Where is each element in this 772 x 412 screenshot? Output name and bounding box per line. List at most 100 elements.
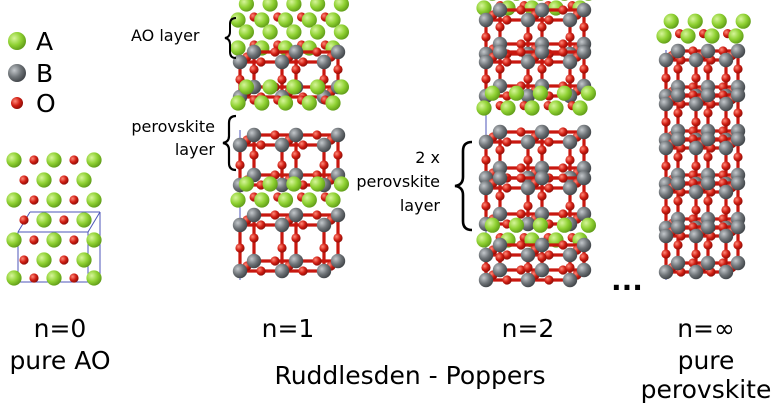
b-atom xyxy=(246,127,262,143)
o-atom xyxy=(579,191,589,201)
n0-sublabel: pure AO xyxy=(9,346,110,375)
o-atom xyxy=(495,64,505,74)
b-atom xyxy=(534,160,550,176)
a-atom xyxy=(580,217,597,233)
b-atom xyxy=(562,12,578,28)
o-atom xyxy=(691,117,701,127)
a-atom xyxy=(6,152,22,168)
o-atom xyxy=(703,152,713,162)
o-atom xyxy=(673,240,683,250)
b-atom xyxy=(700,219,716,235)
o-atom xyxy=(319,160,329,170)
o-atom xyxy=(29,235,39,245)
o-atom xyxy=(502,137,512,147)
a-atom xyxy=(476,232,492,248)
a-atom xyxy=(238,0,254,12)
o-atom xyxy=(673,152,683,162)
b-atom xyxy=(658,228,674,244)
b-atom xyxy=(478,272,494,288)
a-atom xyxy=(6,232,22,248)
b-atom xyxy=(316,54,332,70)
b-atom xyxy=(520,216,536,232)
o-atom xyxy=(523,201,533,211)
a-atom xyxy=(735,13,751,29)
o-atom xyxy=(661,249,671,259)
o-atom xyxy=(537,252,547,263)
a-atom xyxy=(254,192,270,208)
o-atom xyxy=(333,64,343,75)
b-atom xyxy=(274,263,290,279)
a-atom xyxy=(508,85,524,101)
a-atom xyxy=(310,0,326,12)
o-atom xyxy=(558,173,568,183)
o-atom xyxy=(691,249,701,259)
a-atom xyxy=(46,232,62,248)
b-atom xyxy=(288,253,304,269)
a-atom xyxy=(6,270,22,286)
a-atom xyxy=(489,0,496,1)
o-atom xyxy=(721,161,731,171)
b-atom xyxy=(562,247,578,263)
b-atom xyxy=(700,175,716,191)
o-atom xyxy=(235,243,245,253)
b-atom xyxy=(562,54,578,70)
b-atom xyxy=(478,54,494,70)
a-atom xyxy=(484,85,500,101)
o-atom xyxy=(277,243,287,253)
o-atom xyxy=(495,145,505,155)
o-atom xyxy=(673,196,683,206)
a-atom xyxy=(238,176,254,192)
b-atom xyxy=(576,262,592,278)
b-atom xyxy=(288,207,304,223)
o-atom xyxy=(523,262,533,273)
b-atom xyxy=(670,255,686,271)
b-atom xyxy=(520,12,536,28)
o-atom xyxy=(29,273,39,283)
a-atom xyxy=(728,28,744,44)
o-atom xyxy=(516,163,526,173)
b-atom xyxy=(316,217,332,233)
structure-label-n2: n=2 xyxy=(502,314,555,343)
ellipsis: ... xyxy=(611,264,643,297)
o-atom xyxy=(516,265,526,275)
a-atom xyxy=(704,28,720,44)
o-atom xyxy=(333,150,343,160)
b-atom xyxy=(492,170,508,186)
two-x-brace xyxy=(454,140,473,232)
legend-item-a: A xyxy=(8,27,53,56)
annotation-ao-layer: AO layer xyxy=(131,17,237,59)
o-atom xyxy=(69,155,79,165)
o-atom xyxy=(537,191,547,201)
a-atom xyxy=(532,85,549,101)
o-atom xyxy=(270,210,280,220)
o-atom xyxy=(481,262,491,273)
a-atom xyxy=(46,152,62,168)
n0-label: n=0 xyxy=(34,314,87,343)
o-atom xyxy=(502,15,512,25)
b-atom xyxy=(288,127,304,143)
unit-cell-edge xyxy=(87,211,101,233)
o-atom xyxy=(19,215,29,225)
o-atom xyxy=(703,240,713,250)
a-atom xyxy=(500,100,516,116)
a-atom xyxy=(76,252,92,268)
a-atom xyxy=(277,95,294,111)
b-atom xyxy=(478,134,494,150)
a-atom xyxy=(663,13,679,29)
o-atom xyxy=(69,273,79,283)
b-atom xyxy=(274,177,290,193)
o-atom xyxy=(270,130,280,140)
o-atom xyxy=(256,57,266,67)
b-atom xyxy=(534,262,550,278)
structure-label-ninf: n=∞ pure perovskite xyxy=(641,314,772,404)
perovskite-layer-brace xyxy=(222,114,237,172)
o-atom xyxy=(502,183,512,193)
ninf-label: n=∞ xyxy=(677,314,735,343)
a-atom xyxy=(262,24,278,40)
b-atom xyxy=(492,262,508,278)
b-atom xyxy=(688,96,704,112)
b-atom xyxy=(246,253,262,269)
o-atom xyxy=(516,209,526,219)
o-atom xyxy=(523,32,533,42)
o-atom xyxy=(691,205,701,215)
